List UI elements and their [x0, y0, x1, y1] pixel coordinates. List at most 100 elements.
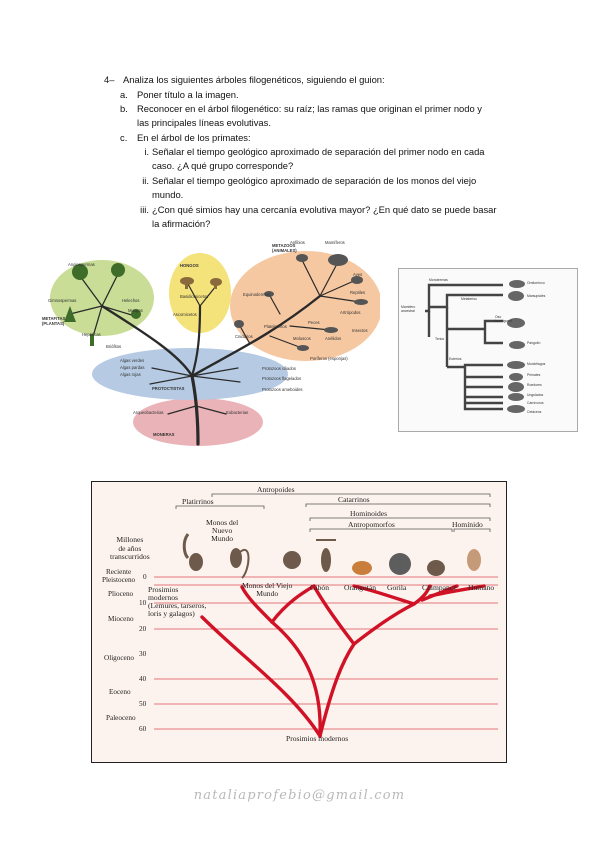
- tree-label: Murciélagos: [527, 362, 546, 366]
- tree-label: Protozoos ciliados: [262, 366, 296, 371]
- epoch-label: Oligoceno: [104, 654, 134, 662]
- tree-label: Aves: [353, 272, 363, 277]
- tick-label: 50: [139, 700, 147, 708]
- tree-label: Primates: [527, 373, 541, 377]
- root-label: Prosimios modernos: [286, 734, 349, 743]
- item-marker: b.: [120, 103, 128, 114]
- tree-label: Ascomicetos: [173, 312, 197, 317]
- tree-label: Angiospermas: [68, 262, 95, 267]
- tree-label: Basidiomicetos: [180, 294, 209, 299]
- chimpance-label: Chimpancé: [422, 583, 457, 592]
- nuevo-mundo-label: Monos del Nuevo Mundo: [206, 518, 239, 543]
- hongos-region: [169, 253, 231, 333]
- tree-label: Briófitos: [106, 344, 122, 349]
- tree-label: Ungulados: [527, 393, 544, 397]
- humano-label: Humano: [468, 583, 495, 592]
- epoch-label: Mioceno: [108, 615, 134, 623]
- tree-label: Platelmintos: [264, 324, 287, 329]
- tick-label: 0: [143, 573, 147, 581]
- platirrinos-label: Platirrinos: [182, 497, 214, 506]
- item-text: Reconocer en el árbol filogenético: su r…: [137, 103, 482, 114]
- subitem-text: ¿Con qué simios hay una cercanía evoluti…: [152, 204, 497, 215]
- protoctistas-label: PROTOCTISTAS: [152, 386, 185, 391]
- tree-label: Peces: [308, 320, 320, 325]
- subitem-marker: ii.: [142, 175, 149, 186]
- orangutan-label: Orangután: [344, 583, 377, 592]
- tree-label: Oso hormiguero: [495, 315, 513, 323]
- tree-label: Algas verdes: [120, 358, 145, 363]
- epoch-label: Paleoceno: [106, 714, 136, 722]
- primate-branches: [200, 584, 486, 738]
- subitem-text: caso. ¿A qué grupo corresponde?: [152, 160, 294, 171]
- item-text: Poner título a la imagen.: [137, 89, 239, 100]
- item-marker: c.: [120, 132, 128, 143]
- axis-title: Millones de años transcurridos: [110, 535, 150, 561]
- subitem-marker: iii.: [140, 204, 149, 215]
- tree-label: Gimnospermas: [48, 298, 77, 303]
- tree-label: Cnidarios: [235, 334, 253, 339]
- tick-label: 30: [139, 650, 147, 658]
- tree-label: Protozoos flagelados: [262, 376, 302, 381]
- tree-label: Hepáticas: [82, 332, 101, 337]
- subitem-marker: i.: [144, 146, 149, 157]
- tree-label: Mamíferos: [325, 240, 345, 245]
- gibon-label: Gibón: [310, 583, 329, 592]
- metazoos-region: [230, 251, 382, 361]
- subitem-text: mundo.: [152, 189, 184, 200]
- item-text: las principales líneas evolutivas.: [137, 117, 271, 128]
- tree-label: Insectos: [352, 328, 368, 333]
- hominido-label: Homínido: [452, 520, 483, 529]
- tree-label: Roedores: [527, 383, 542, 387]
- tree-label: Metaterios: [461, 297, 477, 301]
- moneras-label: MONERAS: [153, 432, 175, 437]
- hongos-label: HONGOS: [180, 263, 199, 268]
- tree-label: Reptiles: [350, 290, 366, 295]
- epoch-label: Plioceno: [108, 590, 134, 598]
- hominoides-label: Hominoides: [350, 509, 388, 518]
- gorila-label: Gorila: [387, 583, 407, 592]
- tree-label: Protozoos ameboides: [262, 387, 303, 392]
- group-brackets: [175, 493, 491, 532]
- tree-label: Artrópodos: [340, 310, 361, 315]
- catarrinos-label: Catarrinos: [338, 495, 370, 504]
- epoch-label: Pleistoceno: [102, 576, 136, 584]
- tree-of-life-figure: METAFITAS (PLANTAS) HONGOS METAZOOS (ANI…: [40, 236, 382, 446]
- tree-label: Anélidos: [325, 336, 342, 341]
- tree-label: Anfibios: [290, 240, 305, 245]
- subitem-text: Señalar el tiempo geológico aproximado d…: [152, 146, 485, 157]
- item-marker: a.: [120, 89, 128, 100]
- prosimios-label: Prosimios modernos (Lemures, tarseros, l…: [148, 585, 207, 618]
- metafitas-label: METAFITAS (PLANTAS): [42, 316, 66, 326]
- mammal-tree-figure: Mamífero ancestral Monotremas Ornitorrin…: [398, 268, 578, 432]
- tree-label: Algas pardas: [120, 365, 145, 370]
- primate-tree-graphic: [154, 493, 498, 738]
- tick-label: 40: [139, 675, 147, 683]
- antropomorfos-label: Antropomorfos: [348, 520, 395, 529]
- tree-label: Arqueobacterias: [133, 410, 164, 415]
- subitem-text: Señalar el tiempo geológico aproximado d…: [152, 175, 477, 186]
- question-intro: Analiza los siguientes árboles filogenét…: [123, 74, 385, 85]
- tree-label: Helechos: [122, 298, 140, 303]
- tick-label: 20: [139, 625, 147, 633]
- footer-email: nataliaprofebio@gmail.com: [193, 788, 406, 803]
- epoch-label: Eoceno: [109, 688, 131, 696]
- metazoos-label: METAZOOS (ANIMALES): [272, 243, 297, 253]
- tree-label: Eubacterias: [226, 410, 249, 415]
- tree-label: Carnívoros: [527, 401, 544, 405]
- tick-label: 60: [139, 725, 147, 733]
- viejo-mundo-label: Monos del Viejo Mundo: [242, 581, 293, 598]
- tree-label: Ornitorrinco: [527, 281, 545, 285]
- tree-label: Marsupiales: [527, 294, 546, 298]
- tree-label: Musgos: [128, 308, 143, 313]
- tree-label: Equinodermos: [243, 292, 271, 297]
- question-number: 4–: [104, 74, 115, 85]
- tree-label: Poríferos (esponjas): [310, 356, 348, 361]
- tree-label: Cetáceos: [527, 410, 542, 414]
- metafitas-region: [50, 260, 154, 336]
- tick-label: 10: [139, 599, 147, 607]
- primate-illustrations: [182, 533, 481, 579]
- primate-tree-figure: Antropoides Catarrinos Platirrinos Homin…: [91, 481, 507, 763]
- subitem-text: la afirmación?: [152, 218, 211, 229]
- epoch-label: Reciente: [106, 568, 132, 576]
- tree-label: Moluscos: [293, 336, 311, 341]
